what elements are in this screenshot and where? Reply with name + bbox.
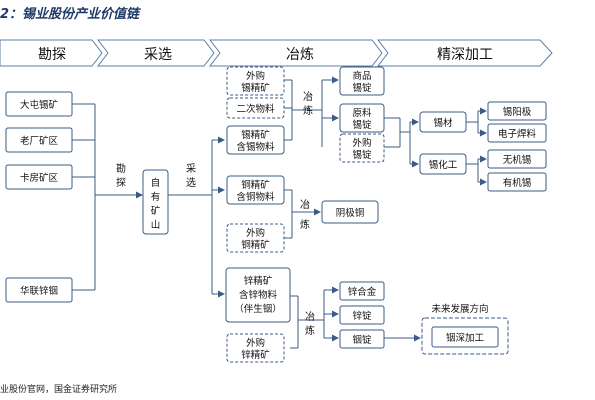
future-target: 铟深加工 [446,332,485,344]
label-yelian-tin-2: 炼 [303,104,313,117]
label-yelian-zinc-1: 冶 [305,310,315,323]
tin-final-anode: 锡阳极 [503,106,532,118]
tin-product-box-raw [339,103,385,133]
tin-inputs: 外购 锡精矿 二次物料 锡精矿 含锡物料 [226,66,285,155]
tin-products: 商品 锡锭 原料 锡锭 外购 锡锭 [339,66,385,163]
label-kantan-2: 探 [116,176,126,189]
tin-input-box-secondary [226,97,285,119]
tin-product-raw-line2: 锡锭 [352,119,372,131]
label-yelian-copper-2: 炼 [300,218,310,231]
mine-label-kafang: 卡房矿区 [20,172,59,184]
stage-label-yelian: 冶炼 [286,47,314,63]
zinc-product-box-ingot [339,305,385,325]
zinc-input-box-concentrate [225,267,291,323]
mine-boxes: 大屯锡矿 老厂矿区 卡房矿区 华联锌铟 [5,91,73,303]
own-mine-char-4: 山 [151,220,161,231]
stage-label-caixuan: 采选 [144,47,172,63]
zinc-input-outsourced-line1: 外购 [246,337,265,349]
label-yelian-tin-1: 冶 [303,90,313,103]
figure-title: 2：锡业股份产业价值链 [0,7,140,22]
tin-product-raw-line1: 原料 [352,107,372,119]
label-caixuan-1: 采 [186,163,196,175]
mine-box-hualian [5,277,73,303]
zinc-product-box-indium [339,329,385,349]
copper-chain: 铜精矿 含铜物料 外购 铜精矿 冶 炼 阴极铜 [226,175,379,253]
tin-input-concentrate-line2: 含锡物料 [236,141,275,153]
zinc-chain: 锌精矿 含锌物料 （伴生铟） 外购 锌精矿 冶 炼 锌合金 锌锭 铟锭 [225,267,385,363]
tin-final-products: 锡阳极 电子焊料 无机锡 有机锡 [487,101,547,192]
tin-product-outsourced-line1: 外购 [352,137,371,149]
zinc-product-indium: 铟锭 [352,334,372,346]
copper-input-outsourced-line1: 外购 [246,227,265,239]
copper-input-outsourced-line2: 铜精矿 [241,239,270,251]
stage-band: 勘探 采选 冶炼 精深加工 [0,39,553,67]
tin-final-solder: 电子焊料 [498,128,537,140]
label-caixuan-2: 选 [186,176,196,189]
connectors [72,76,487,349]
label-kantan-1: 勘 [116,163,126,175]
mine-box-kafang [5,164,73,190]
stage-chevron-kantan [0,39,103,67]
label-yelian-copper-1: 冶 [300,198,310,211]
tin-input-box-concentrate [226,125,285,155]
tin-input-concentrate-line1: 锡精矿 [241,129,270,141]
mine-label-laochang: 老厂矿区 [20,135,59,147]
tin-final-inorganic: 无机锡 [503,154,532,166]
tin-product-commercial-line1: 商品 [352,70,371,82]
future-direction: 未来发展方向 铟深加工 [421,303,509,355]
tin-input-secondary: 二次物料 [236,103,275,115]
tin-input-outsourced-line1: 外购 [246,70,265,82]
tin-mid-box-material [419,111,467,133]
mine-box-laochang [5,127,73,153]
own-mine-box [142,169,169,235]
mine-box-datun [5,91,73,117]
future-target-box [431,326,499,348]
source-footer: 业股份官网，国金证券研究所 [0,385,118,395]
tin-final-box-inorganic [487,149,547,169]
copper-input-concentrate-line2: 含铜物料 [236,191,275,203]
copper-input-box-outsourced [226,223,285,253]
stage-chevron-jingshen [376,39,553,67]
tin-input-outsourced-line2: 锡精矿 [241,82,270,94]
own-mine-char-3: 矿 [151,205,161,217]
tin-product-commercial-line2: 锡锭 [352,82,372,94]
tin-final-box-organic [487,172,547,192]
label-yelian-zinc-2: 炼 [305,324,315,337]
own-mine-char-1: 自 [151,177,161,189]
tin-final-box-anode [487,101,547,121]
copper-product: 阴极铜 [336,207,365,219]
copper-input-concentrate-line1: 铜精矿 [241,179,270,191]
mine-label-datun: 大屯锡矿 [20,99,59,111]
zinc-input-concentrate-line3: （伴生铟） [234,303,282,315]
future-label: 未来发展方向 [431,303,488,315]
zinc-input-concentrate-line1: 锌精矿 [244,275,273,287]
mine-label-hualian: 华联锌铟 [20,285,58,297]
zinc-product-alloy: 锌合金 [348,286,377,298]
stage-chevron-yelian [208,39,383,67]
own-mine-char-2: 有 [151,191,161,203]
tin-input-box-outsourced [226,66,285,96]
stage-label-jingshen: 精深加工 [437,47,493,63]
tin-product-box-commercial [339,66,385,96]
zinc-input-box-outsourced [226,333,285,363]
tin-final-organic: 有机锡 [503,177,532,189]
tin-mid-chemical: 锡化工 [429,159,458,171]
stage-chevron-caixuan [96,39,215,67]
tin-product-box-outsourced [339,133,385,163]
zinc-product-ingot: 锌锭 [352,310,372,322]
tin-product-outsourced-line2: 锡锭 [352,149,372,161]
copper-input-box-concentrate [226,175,285,205]
stage-label-kantan: 勘探 [38,47,66,63]
zinc-input-concentrate-line2: 含锌物料 [239,289,278,301]
tin-final-box-solder [487,123,547,143]
tin-mid-box-chemical [419,153,467,175]
zinc-input-outsourced-line2: 锌精矿 [241,349,270,361]
tin-mid-material: 锡材 [433,117,453,129]
copper-product-box [321,200,379,224]
zinc-product-box-alloy [339,281,385,301]
